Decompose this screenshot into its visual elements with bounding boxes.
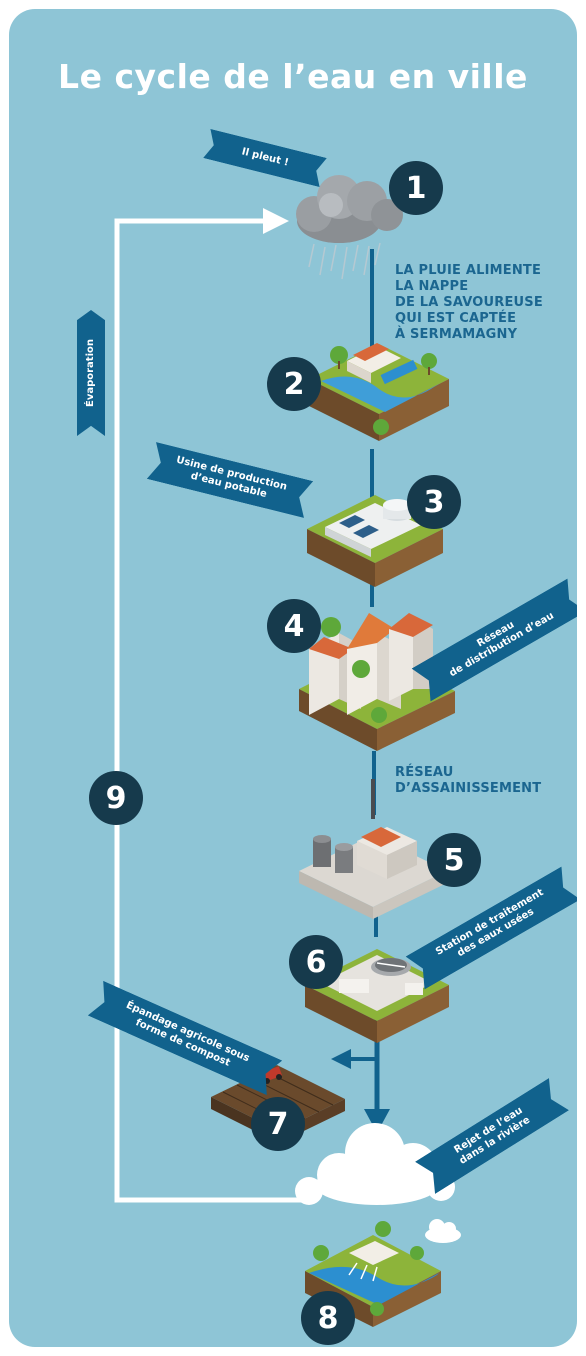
rain-cloud-icon [296,175,403,280]
ribbon-evaporation-text: Évaporation [85,339,96,408]
note-pluie: LA PLUIE ALIMENTE LA NAPPE DE LA SAVOURE… [395,263,543,343]
diagram-artwork [114,175,461,1327]
note-assainissement: RÉSEAU D’ASSAINISSEMENT [395,765,541,797]
step-badge-6: 6 [289,935,343,989]
step-badge-9: 9 [89,771,143,825]
step-badge-5: 5 [427,833,481,887]
note-pluie-line: LA NAPPE [395,279,469,294]
note-pluie-line: LA PLUIE ALIMENTE [395,263,542,278]
step-badge-7: 7 [251,1097,305,1151]
ribbon-rain-text: Il pleut ! [240,146,290,169]
city-icon [299,613,455,751]
evaporation-cycle-line [114,208,309,1203]
step-badge-4: 4 [267,599,321,653]
sewage-plant-icon [299,779,447,919]
river-cloud-icon [295,1123,461,1243]
water-catchment-icon [309,343,449,441]
note-assainissement-line: D’ASSAINISSEMENT [395,781,542,796]
note-pluie-line: À SERMAMAGNY [395,327,518,342]
note-pluie-line: DE LA SAVOUREUSE [395,295,543,310]
note-assainissement-line: RÉSEAU [395,765,454,780]
step-badge-2: 2 [267,357,321,411]
poster-background: Le cycle de l’eau en ville [9,9,577,1347]
step-badge-8: 8 [301,1291,355,1345]
note-pluie-line: QUI EST CAPTÉE [395,311,517,326]
ribbon-evaporation: Évaporation [77,310,105,436]
step-badge-3: 3 [407,475,461,529]
page-title: Le cycle de l’eau en ville [58,57,528,96]
river-landscape-icon [305,1221,441,1327]
step-badge-1: 1 [389,161,443,215]
